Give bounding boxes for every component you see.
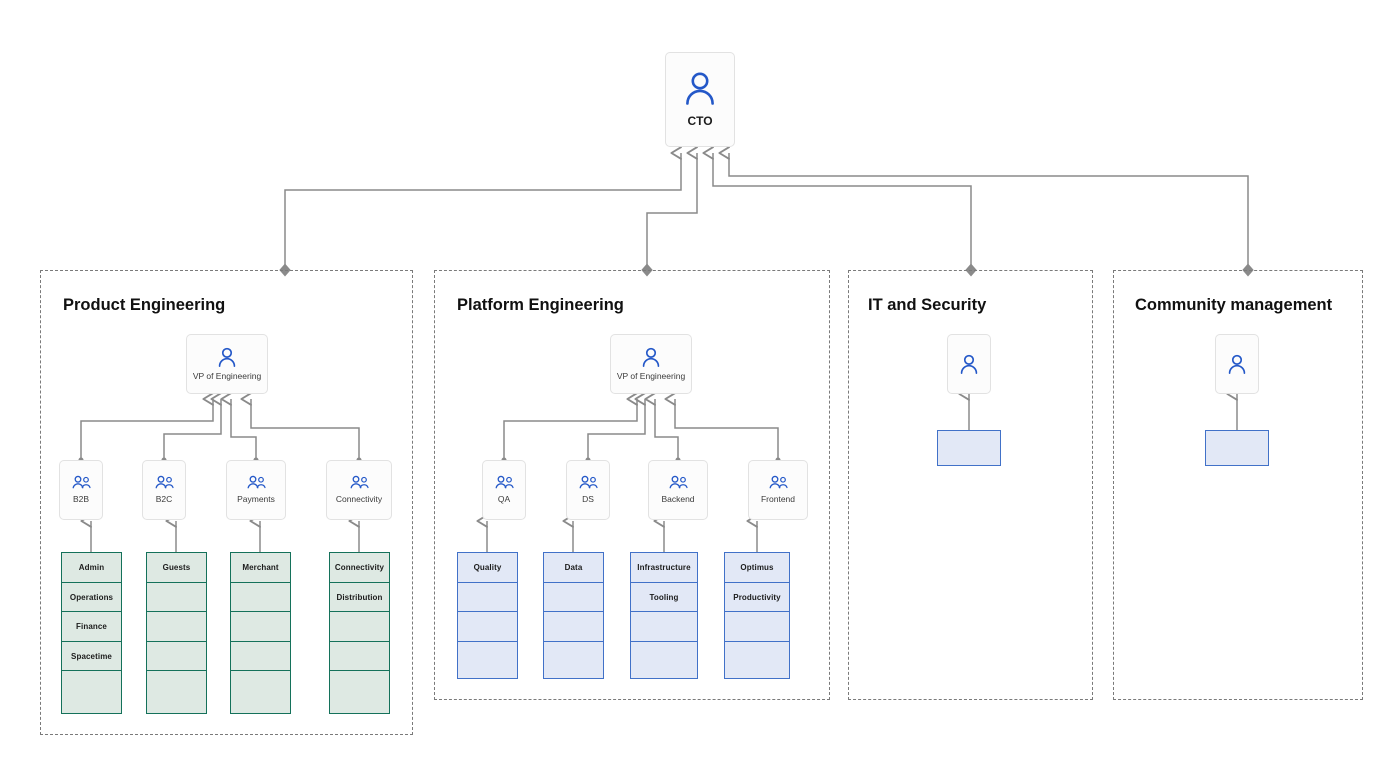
unit-stack-qa: Quality (457, 552, 518, 679)
group-icon (578, 475, 599, 491)
group-icon (494, 475, 515, 491)
node-lead-it-and-security[interactable] (947, 334, 991, 394)
group-icon (668, 475, 689, 491)
unit-cell[interactable]: Spacetime (61, 640, 122, 672)
wire-cto-it (713, 153, 971, 270)
node-vp-product-engineering[interactable]: VP of Engineering (186, 334, 268, 394)
node-team-b2c-label: B2C (155, 494, 173, 505)
unit-cell[interactable]: Data (543, 552, 604, 583)
group-icon (768, 475, 789, 491)
unit-cell[interactable]: Merchant (230, 552, 291, 583)
unit-cell[interactable] (724, 611, 790, 643)
unit-cell[interactable] (543, 581, 604, 613)
node-team-payments-label: Payments (237, 494, 275, 505)
unit-cell[interactable] (457, 581, 518, 613)
unit-cell[interactable]: Infrastructure (630, 552, 698, 583)
person-icon (959, 353, 979, 375)
node-team-connectivity-label: Connectivity (335, 494, 383, 505)
unit-cell[interactable]: Finance (61, 611, 122, 643)
panel-title-it-and-security: IT and Security (868, 296, 987, 314)
unit-box-community-management[interactable] (1205, 430, 1269, 466)
person-icon (683, 70, 717, 106)
node-cto-label: CTO (687, 114, 713, 129)
unit-box-it-and-security[interactable] (937, 430, 1001, 466)
unit-cell[interactable] (329, 611, 390, 643)
node-team-payments[interactable]: Payments (226, 460, 286, 520)
node-team-b2c[interactable]: B2C (142, 460, 186, 520)
unit-cell[interactable] (724, 640, 790, 679)
group-icon (154, 475, 175, 491)
wire-cto-platform (647, 153, 697, 270)
unit-cell[interactable] (329, 670, 390, 715)
unit-cell[interactable] (230, 670, 291, 715)
unit-cell[interactable]: Connectivity (329, 552, 390, 583)
unit-cell[interactable]: Operations (61, 581, 122, 613)
wire-cto-community (729, 153, 1248, 270)
unit-cell[interactable] (230, 581, 291, 613)
unit-cell[interactable]: Quality (457, 552, 518, 583)
unit-cell[interactable] (630, 640, 698, 679)
node-team-backend[interactable]: Backend (648, 460, 708, 520)
unit-cell[interactable]: Admin (61, 552, 122, 583)
unit-cell[interactable] (630, 611, 698, 643)
wire-cto-product (285, 153, 681, 270)
unit-cell[interactable] (543, 611, 604, 643)
unit-cell[interactable]: Distribution (329, 581, 390, 613)
node-lead-community-management[interactable] (1215, 334, 1259, 394)
unit-cell[interactable] (146, 611, 207, 643)
panel-title-product-engineering: Product Engineering (63, 296, 226, 314)
unit-cell[interactable] (457, 611, 518, 643)
unit-cell[interactable]: Productivity (724, 581, 790, 613)
group-icon (349, 475, 370, 491)
panel-title-community-management: Community management (1135, 296, 1333, 314)
unit-stack-backend: Infrastructure Tooling (630, 552, 698, 679)
node-vp-platform-label: VP of Engineering (616, 371, 686, 382)
node-team-ds-label: DS (582, 494, 594, 505)
unit-stack-ds: Data (543, 552, 604, 679)
unit-stack-b2c: Guests (146, 552, 207, 715)
unit-cell[interactable] (329, 640, 390, 672)
unit-cell[interactable] (543, 640, 604, 679)
node-team-b2b[interactable]: B2B (59, 460, 103, 520)
unit-cell[interactable] (146, 640, 207, 672)
node-team-qa[interactable]: QA (482, 460, 526, 520)
unit-cell[interactable] (146, 670, 207, 715)
node-vp-product-label: VP of Engineering (192, 371, 262, 382)
node-cto[interactable]: CTO (665, 52, 735, 147)
unit-cell[interactable]: Optimus (724, 552, 790, 583)
unit-cell[interactable]: Tooling (630, 581, 698, 613)
unit-cell[interactable]: Guests (146, 552, 207, 583)
unit-stack-connectivity: Connectivity Distribution (329, 552, 390, 715)
person-icon (217, 346, 237, 368)
node-team-b2b-label: B2B (72, 494, 90, 505)
node-team-frontend[interactable]: Frontend (748, 460, 808, 520)
unit-cell[interactable] (457, 640, 518, 679)
node-team-connectivity[interactable]: Connectivity (326, 460, 392, 520)
unit-cell[interactable] (230, 640, 291, 672)
node-team-backend-label: Backend (661, 494, 695, 505)
node-team-frontend-label: Frontend (760, 494, 796, 505)
panel-title-platform-engineering: Platform Engineering (457, 296, 624, 314)
group-icon (71, 475, 92, 491)
unit-stack-b2b: Admin Operations Finance Spacetime (61, 552, 122, 715)
unit-cell[interactable] (230, 611, 291, 643)
unit-stack-payments: Merchant (230, 552, 291, 715)
node-vp-platform-engineering[interactable]: VP of Engineering (610, 334, 692, 394)
person-icon (1227, 353, 1247, 375)
group-icon (246, 475, 267, 491)
panel-product-engineering[interactable] (40, 270, 413, 735)
unit-stack-frontend: Optimus Productivity (724, 552, 790, 679)
unit-cell[interactable] (61, 670, 122, 715)
person-icon (641, 346, 661, 368)
node-team-qa-label: QA (497, 494, 511, 505)
unit-cell[interactable] (146, 581, 207, 613)
node-team-ds[interactable]: DS (566, 460, 610, 520)
